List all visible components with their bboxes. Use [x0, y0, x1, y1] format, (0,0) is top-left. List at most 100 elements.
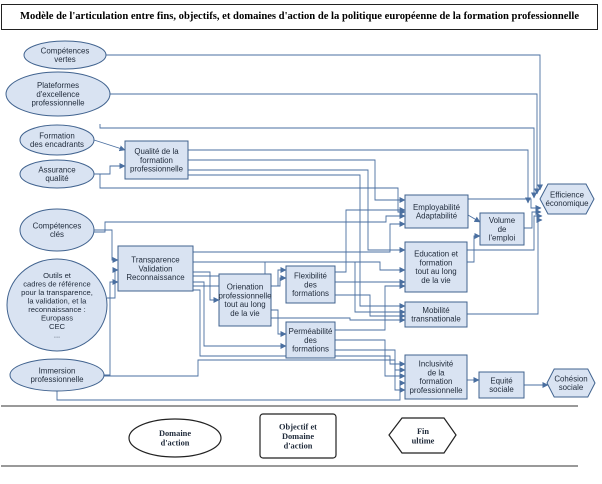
- connector-arrow: [93, 139, 126, 152]
- node-label-line: Compétences: [33, 221, 82, 230]
- node-label-line: Objectif et: [279, 423, 317, 432]
- node-label-line: tout au long: [415, 267, 456, 276]
- connector-arrow: [335, 339, 406, 379]
- node-label-line: CEC: [49, 322, 66, 331]
- node-label-line: Domaine: [282, 432, 314, 441]
- node-label-line: cadres de référence: [23, 279, 91, 288]
- node-label-line: Education et: [414, 250, 459, 259]
- connector-arrow: [94, 229, 119, 263]
- node-label-line: formation: [420, 377, 453, 386]
- node-label-line: professionnelle: [409, 386, 463, 395]
- node-label-line: clés: [50, 230, 64, 239]
- connector-arrow: [188, 174, 406, 309]
- connector-arrow: [467, 233, 481, 263]
- node-label-line: Assurance: [38, 165, 76, 174]
- node-label-line: l'emploi: [489, 234, 516, 243]
- node-label-line: formation: [420, 258, 453, 267]
- node-label-line: Formation: [39, 131, 75, 140]
- node-label-line: d'excellence: [36, 90, 80, 99]
- node-label-line: formations: [292, 345, 329, 354]
- node-label-line: de: [498, 225, 507, 234]
- connector-arrow: [467, 214, 481, 223]
- node-label-line: Validation: [138, 264, 172, 273]
- connector-arrow: [104, 279, 119, 376]
- node-label-line: d'action: [161, 439, 190, 448]
- connector-arrow: [94, 163, 126, 175]
- connector-arrow: [467, 217, 543, 315]
- connector-arrow: [107, 267, 119, 299]
- node-label-line: des: [304, 336, 317, 345]
- node-label-line: Plateformes: [37, 81, 79, 90]
- node-label-line: qualité: [45, 174, 69, 183]
- node-label-line: Transparence: [131, 255, 180, 264]
- node-label-line: Outils et: [43, 271, 72, 280]
- diagram-title: Modèle de l'articulation entre fins, obj…: [1, 4, 598, 30]
- connector-arrow: [56, 380, 406, 401]
- node-label-line: reconnaissance :: [28, 305, 85, 314]
- connector-arrow: [106, 54, 543, 191]
- node-label-line: Employabilité: [413, 203, 461, 212]
- node-label-line: Efficience: [550, 190, 585, 199]
- node-label-line: sociale: [489, 385, 514, 394]
- node-label-line: Domaine: [159, 429, 191, 438]
- node-label-line: de la vie: [230, 309, 260, 318]
- node-label-line: formation: [140, 156, 173, 165]
- connector-arrow: [188, 149, 531, 204]
- node-label-line: de la: [427, 368, 445, 377]
- node-label-line: professionnelle: [218, 291, 272, 300]
- node-label-line: Mobilité: [422, 306, 450, 315]
- node-label-line: ...: [54, 331, 60, 340]
- connector-arrow: [94, 173, 406, 215]
- connector-arrow: [335, 207, 406, 273]
- connector-arrow: [335, 294, 406, 319]
- connector-arrow: [193, 221, 406, 253]
- connector-arrow: [335, 349, 406, 393]
- connector-arrow: [99, 124, 537, 199]
- connector-arrow: [94, 213, 406, 233]
- node-label-line: Adaptabilité: [416, 212, 458, 221]
- node-label-line: de la vie: [421, 276, 451, 285]
- node-label-line: Inclusivité: [419, 360, 454, 369]
- node-label-line: professionnelle: [31, 99, 85, 108]
- connector-arrow: [271, 267, 287, 287]
- node-label-line: professionnelle: [30, 375, 84, 384]
- node-label-line: sociale: [559, 383, 584, 392]
- node-label-line: d'action: [284, 441, 313, 450]
- node-label-line: Qualité de la: [134, 147, 179, 156]
- node-label-line: Immersion: [39, 366, 76, 375]
- node-label-line: tout au long: [224, 300, 265, 309]
- connector-arrow: [524, 209, 542, 229]
- connector-arrow: [110, 93, 540, 195]
- node-label-line: économique: [546, 199, 590, 208]
- node-label-line: Compétences: [41, 46, 90, 55]
- node-label-line: Equité: [490, 376, 513, 385]
- connector-arrow: [271, 309, 287, 337]
- node-label-line: Reconnaissance: [126, 273, 185, 282]
- connector-arrow: [193, 281, 287, 349]
- node-label-line: Orienation: [227, 283, 263, 292]
- node-label-line: Volume: [489, 216, 516, 225]
- connector-arrow: [467, 213, 543, 251]
- connector-arrow: [104, 359, 406, 377]
